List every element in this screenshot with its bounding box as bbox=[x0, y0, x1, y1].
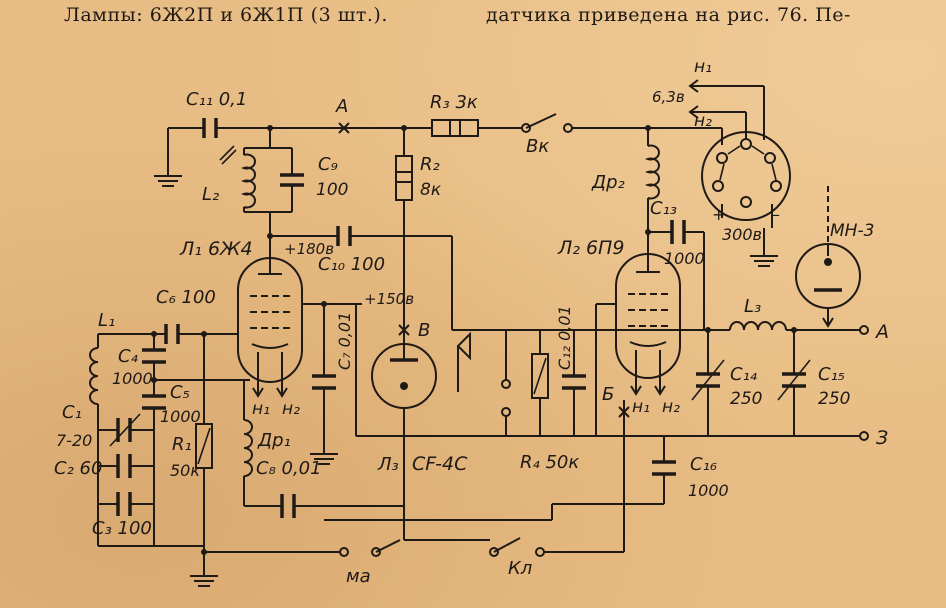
resistor-r4-capacitor-c12 bbox=[531, 330, 586, 436]
label-r1: R₁ bbox=[172, 434, 192, 455]
label-c4-value: 1000 bbox=[112, 369, 153, 388]
label-c3: C₃ 100 bbox=[92, 518, 152, 539]
label-c7: C₇ 0,01 bbox=[335, 312, 354, 370]
label-c5-value: 1000 bbox=[160, 407, 201, 426]
label-c14-value: 250 bbox=[730, 389, 762, 409]
label-a-top: A bbox=[335, 96, 348, 117]
heater-terminals-l2 bbox=[618, 380, 666, 418]
label-l3: L₃ bbox=[744, 296, 761, 317]
ground-symbol-top bbox=[154, 175, 182, 187]
label-c13-value: 1000 bbox=[664, 249, 705, 268]
label-l2-tube: Л₂ 6П9 bbox=[557, 237, 624, 259]
label-c12: C₁₂ 0,01 bbox=[555, 305, 574, 370]
label-c10: C₁₀ 100 bbox=[318, 254, 385, 275]
label-r4: R₄ 50к bbox=[520, 452, 579, 473]
label-plus-150v: +150в bbox=[364, 290, 414, 308]
inductor-l1 bbox=[89, 334, 99, 546]
label-6-3v: 6,3в bbox=[652, 88, 685, 106]
label-c6: C₆ 100 bbox=[156, 287, 216, 308]
label-b2: Б bbox=[602, 384, 614, 405]
label-c9: C₉ bbox=[318, 154, 338, 175]
label-plus: + bbox=[712, 205, 725, 224]
label-plus-180v: +180в bbox=[284, 240, 334, 258]
label-h1-l1: н₁ bbox=[252, 399, 270, 419]
label-c9-value: 100 bbox=[316, 180, 348, 200]
label-kl: Кл bbox=[508, 558, 532, 579]
label-minus: – bbox=[772, 205, 780, 224]
label-dr1: Др₁ bbox=[257, 430, 291, 451]
capacitor-c10 bbox=[267, 226, 453, 330]
label-c1: C₁ bbox=[62, 402, 82, 423]
choke-dr2-capacitor-c13 bbox=[644, 125, 705, 330]
tube-l3-cf4c bbox=[371, 324, 437, 506]
resistor-r3 bbox=[431, 119, 479, 137]
label-dr2: Др₂ bbox=[591, 172, 625, 193]
header-text-right: датчика приведена на рис. 76. Пе- bbox=[486, 4, 851, 26]
label-c13: C₁₃ bbox=[650, 198, 677, 219]
resistor-r1 bbox=[195, 334, 213, 576]
label-c16-value: 1000 bbox=[688, 481, 729, 500]
label-a-out: A bbox=[874, 321, 889, 343]
label-r2: R₂ bbox=[420, 154, 440, 175]
control-line bbox=[452, 329, 704, 436]
label-r3: R₃ 3к bbox=[430, 92, 478, 113]
label-mn3: МН-3 bbox=[830, 221, 874, 241]
capacitor-c11 bbox=[202, 118, 218, 138]
label-c15: C₁₅ bbox=[818, 364, 845, 385]
label-r1-value: 50к bbox=[170, 461, 200, 480]
label-300v: 300в bbox=[722, 225, 762, 244]
node-a-top bbox=[338, 122, 350, 134]
resistor-r2 bbox=[395, 125, 413, 346]
label-h2-l1: н₂ bbox=[282, 399, 300, 419]
label-b-node: B bbox=[418, 320, 430, 341]
label-c8: C₈ 0,01 bbox=[256, 458, 322, 479]
label-h1-l2: н₁ bbox=[632, 397, 650, 417]
label-c14: C₁₄ bbox=[730, 364, 758, 385]
label-ma: ма bbox=[346, 566, 371, 587]
label-r2-value: 8к bbox=[420, 180, 442, 200]
neon-lamp-mn3 bbox=[795, 186, 861, 328]
label-c2: C₂ 60 bbox=[54, 458, 102, 479]
input-line bbox=[98, 324, 238, 344]
tube-l1-6zh4 bbox=[237, 257, 362, 383]
label-c4: C₄ bbox=[118, 346, 139, 367]
switch-vk bbox=[521, 113, 573, 133]
capacitor-c7 bbox=[310, 301, 338, 465]
label-h1-top: н₁ bbox=[694, 57, 712, 77]
label-c15-value: 250 bbox=[818, 389, 850, 409]
label-l1: L₁ bbox=[98, 310, 115, 331]
label-z-out: З bbox=[876, 427, 888, 449]
output-filter bbox=[680, 321, 869, 436]
label-l1-tube: Л₁ 6Ж4 bbox=[179, 238, 253, 260]
label-h2-l2: н₂ bbox=[662, 397, 680, 417]
bottom-rail bbox=[98, 400, 664, 587]
tube-l2-6p9 bbox=[595, 236, 681, 436]
heater-terminals-l1 bbox=[252, 380, 288, 398]
power-socket bbox=[688, 79, 791, 267]
choke-dr1 bbox=[243, 380, 404, 518]
label-c11: C₁₁ 0,1 bbox=[186, 89, 247, 110]
ground-rail-z bbox=[355, 304, 869, 441]
header-text-left: Лампы: 6Ж2П и 6Ж1П (3 шт.). bbox=[64, 4, 388, 26]
label-l2: L₂ bbox=[202, 184, 219, 205]
label-h2-top: н₂ bbox=[694, 111, 712, 131]
capacitors-c1-c2-c3 bbox=[98, 413, 154, 516]
label-c1-value: 7-20 bbox=[56, 431, 92, 450]
label-vk: Вк bbox=[526, 136, 549, 157]
label-cf4c: CF-4C bbox=[412, 453, 468, 475]
capacitor-c16 bbox=[652, 436, 676, 504]
label-l3-tube: Л₃ bbox=[377, 454, 399, 475]
label-c16: C₁₆ bbox=[690, 454, 717, 475]
label-c5: C₅ bbox=[170, 382, 190, 403]
